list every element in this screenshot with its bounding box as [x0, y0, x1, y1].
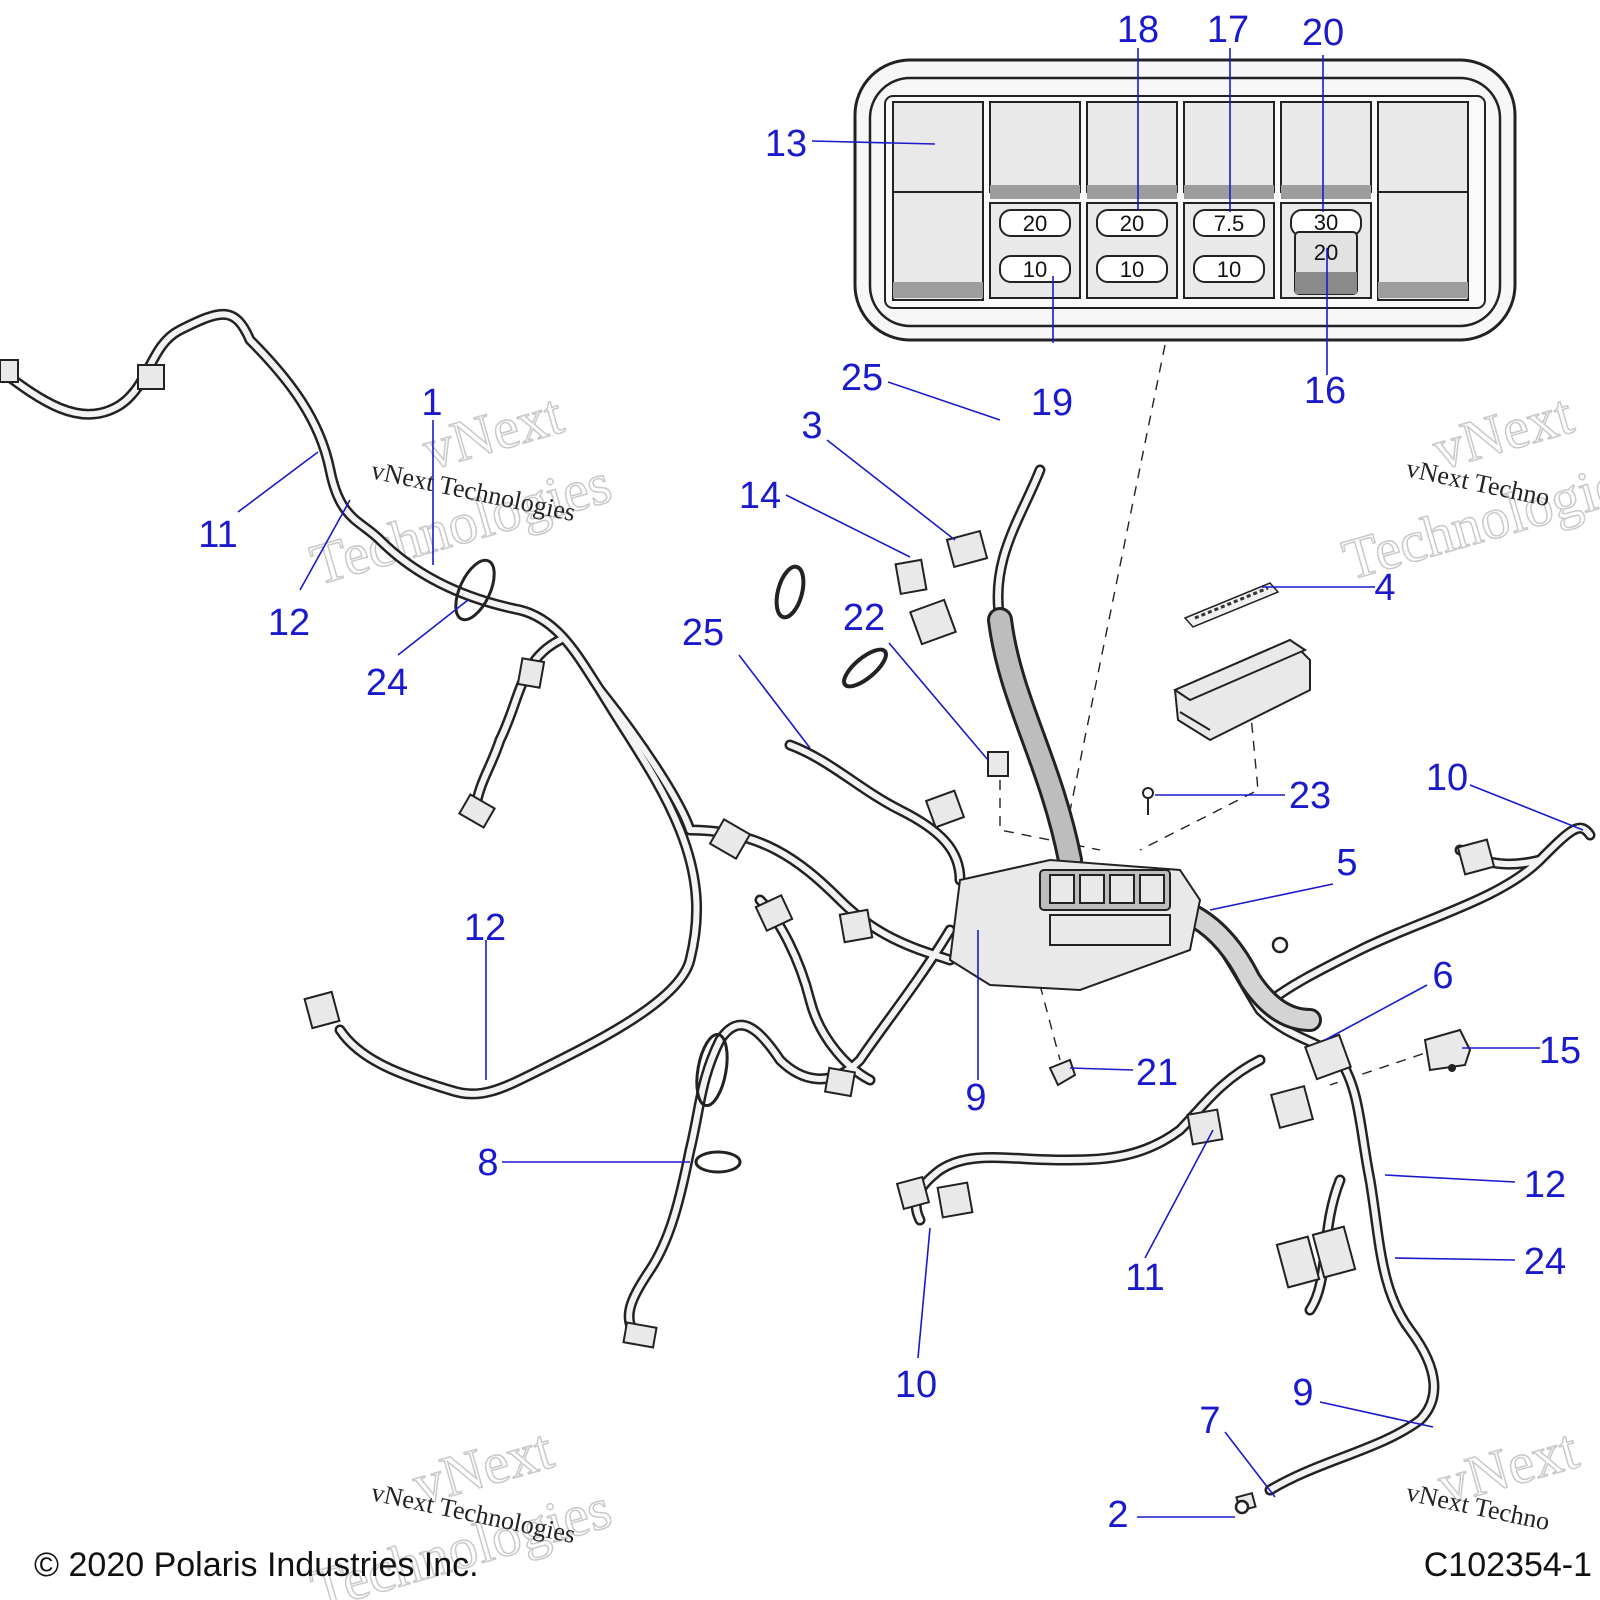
callout-5: 5 — [1336, 842, 1357, 884]
fuse-box-inset: 20 20 7.5 30 10 10 10 20 — [853, 58, 1517, 342]
fuse-center — [948, 858, 1202, 992]
copyright-text: © 2020 Polaris Industries Inc. — [34, 1546, 479, 1584]
callout-13: 13 — [765, 123, 807, 165]
callout-6: 6 — [1432, 955, 1453, 997]
callout-16: 16 — [1304, 370, 1346, 412]
components — [0, 359, 1496, 1515]
callout-12-upper-left: 12 — [268, 602, 310, 644]
callout-10-right: 10 — [1426, 757, 1468, 799]
callout-19: 19 — [1031, 382, 1073, 424]
callout-1: 1 — [421, 382, 442, 424]
callout-25-top: 25 — [841, 357, 883, 399]
figure-id: C102354-1 — [1424, 1546, 1592, 1584]
relay-15 — [1423, 1028, 1472, 1072]
callout-15: 15 — [1539, 1030, 1581, 1072]
watermark-bottom-right: vNext vNext Techno — [1404, 1415, 1586, 1536]
callout-20: 20 — [1302, 12, 1344, 54]
watermarks: vNext Technologies vNext Technologies vN… — [303, 380, 1600, 1600]
fuse-label-bottom-3: 10 — [1217, 257, 1241, 282]
harness-wires — [0, 308, 1596, 1496]
callout-7: 7 — [1199, 1400, 1220, 1442]
callout-17: 17 — [1207, 9, 1249, 51]
clip-21 — [1048, 1058, 1077, 1087]
screw-23 — [1142, 787, 1154, 815]
callout-18: 18 — [1117, 9, 1159, 51]
callout-25-middle: 25 — [682, 612, 724, 654]
callout-24-left: 24 — [366, 662, 408, 704]
callout-22: 22 — [843, 597, 885, 639]
callout-9-left: 9 — [965, 1077, 986, 1119]
watermark-top-left: vNext Technologies vNext Technologies — [303, 380, 619, 598]
callout-14: 14 — [739, 475, 781, 517]
callout-23: 23 — [1289, 775, 1331, 817]
callout-9-right: 9 — [1292, 1372, 1313, 1414]
callout-8: 8 — [477, 1142, 498, 1184]
fuse-label-bottom-1: 10 — [1023, 257, 1047, 282]
callout-3: 3 — [801, 405, 822, 447]
fuse-label-top-1: 20 — [1023, 211, 1047, 236]
fuse-label-top-2: 20 — [1120, 211, 1144, 236]
callout-11-bottom: 11 — [1125, 1257, 1164, 1299]
callout-12-middle-left: 12 — [464, 907, 506, 949]
callout-2: 2 — [1107, 1494, 1128, 1536]
fuse-decal — [1183, 582, 1280, 628]
callout-10-bottom: 10 — [895, 1364, 937, 1406]
leader-lines — [237, 48, 1584, 1518]
fuse-label-top-3: 7.5 — [1214, 211, 1245, 236]
fuse-label-large: 20 — [1314, 240, 1338, 265]
fuse-label-bottom-2: 10 — [1120, 257, 1144, 282]
callout-12-right: 12 — [1524, 1164, 1566, 1206]
fuse-box-cover — [1172, 638, 1311, 742]
watermark-top-right: vNext Technologies vNext Techno — [1335, 380, 1600, 593]
callout-21: 21 — [1136, 1052, 1178, 1094]
callouts: 1 2 3 4 5 6 7 8 9 9 10 10 11 11 12 12 12… — [198, 9, 1581, 1536]
fuse-label-top-4: 30 — [1314, 210, 1338, 235]
callout-4: 4 — [1374, 567, 1395, 609]
cable-ties-22 — [774, 564, 888, 689]
callout-24-right: 24 — [1524, 1241, 1566, 1283]
callout-11-left: 11 — [198, 514, 237, 556]
